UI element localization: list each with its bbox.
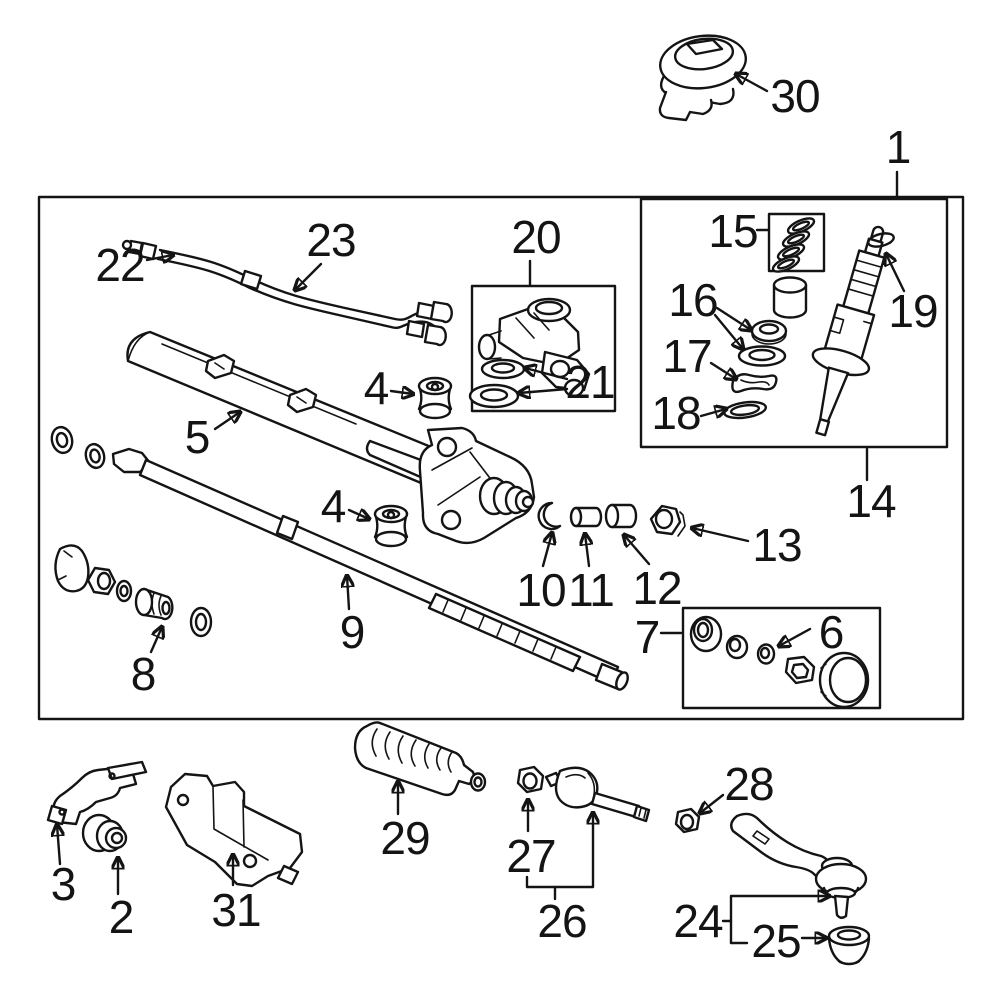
leader-28 (700, 793, 725, 813)
leader-8 (149, 627, 162, 654)
part-2-bushing-art (81, 813, 128, 853)
leader-17 (709, 361, 736, 379)
parts-16-18-washers-art (722, 276, 808, 420)
part-30-mount-cushion-art (658, 34, 747, 122)
box-valve-box (470, 284, 617, 413)
part-3-bracket-art (46, 760, 148, 826)
part-26-inner-tie-rod-art (544, 766, 651, 823)
leader-10 (541, 533, 552, 568)
leader-6 (779, 627, 812, 646)
part-20-valve-body-art (477, 297, 591, 398)
leader-26-1 (525, 813, 593, 889)
leader-24-1 (729, 896, 829, 945)
part-9-rack-shaft-art (111, 447, 629, 691)
leader-30 (736, 74, 769, 93)
ring-seals-art (50, 425, 106, 470)
leader-lines (57, 74, 906, 945)
leader-3 (57, 825, 60, 866)
leader-4a (389, 391, 413, 394)
box-assembly-outline (37, 195, 965, 721)
leader-12 (624, 535, 651, 566)
box-seal-stack-box (767, 212, 826, 273)
leader-18 (699, 409, 726, 416)
box-rack-seal-kit-box (681, 606, 882, 710)
part-28-nut-art (674, 807, 701, 834)
part-15-seal-stack-art (771, 217, 816, 273)
part-25-dust-seal-art (827, 925, 871, 966)
part-24-tie-rod-end-art (730, 812, 868, 919)
part-29-boot-art (353, 721, 487, 797)
part-27-lock-washer-art (516, 765, 545, 794)
leader-23 (295, 262, 323, 290)
part-22-23-pipes-art (121, 239, 453, 347)
leader-21 (525, 368, 569, 381)
leader-16 (715, 306, 751, 330)
part-7-seal-kit-art (689, 615, 870, 709)
leader-21-1 (519, 389, 569, 393)
leader-19 (886, 254, 906, 293)
leader-16-1 (713, 313, 743, 349)
leader-11 (585, 534, 589, 568)
parts-10-13-art (537, 501, 686, 537)
kit-boxes (37, 195, 965, 721)
part-19-snap-ring-art (867, 232, 895, 248)
leader-5 (213, 412, 240, 431)
part-31-heat-shield-art (164, 772, 304, 888)
gear-housing-casting-art (418, 426, 536, 545)
part-8-rack-guide-art (54, 544, 213, 638)
leader-9 (347, 576, 349, 611)
leader-13 (692, 528, 750, 543)
leader-4b (347, 510, 369, 519)
part-21-washers-art (468, 358, 526, 409)
part-14-pinion-shaft-art (811, 225, 886, 437)
box-pinion-kit-box (639, 197, 949, 449)
leader-22 (145, 255, 173, 260)
